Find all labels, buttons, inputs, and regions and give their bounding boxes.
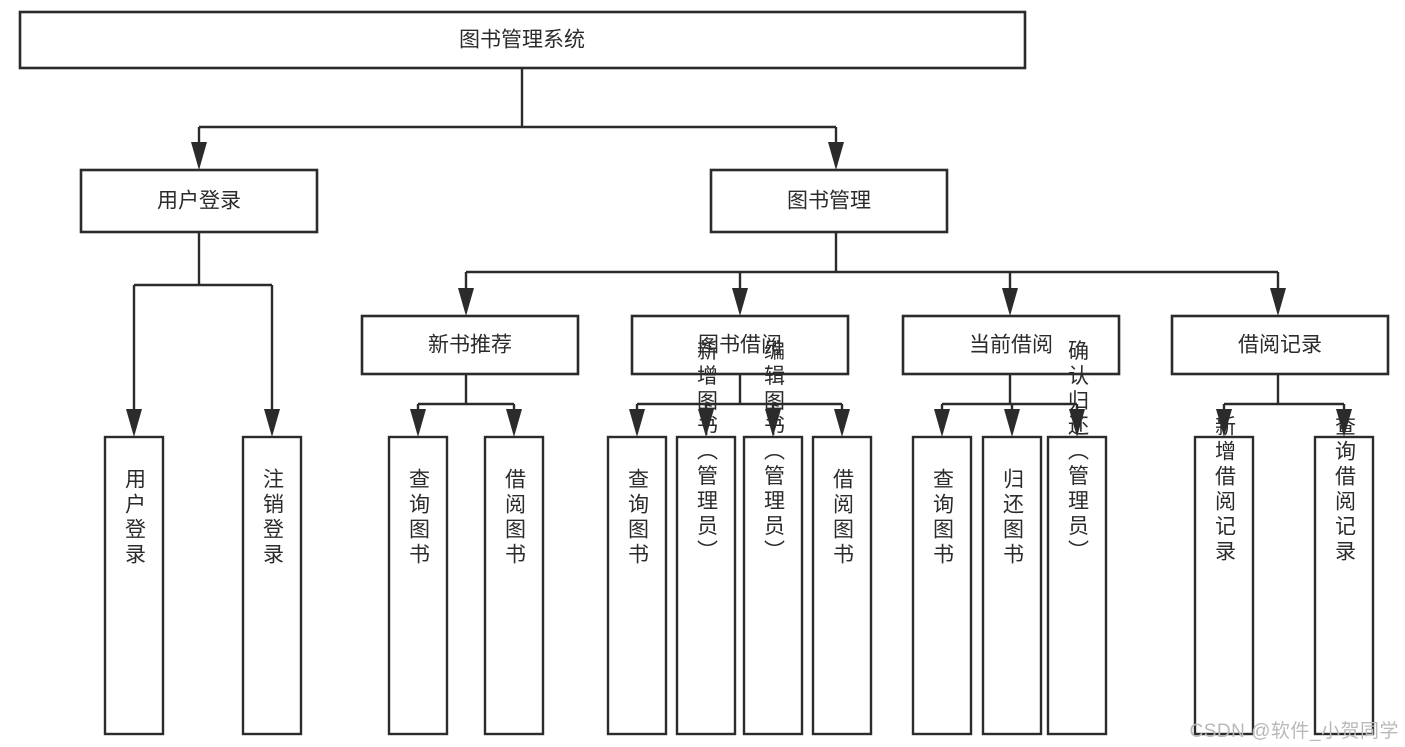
node-leaf-add-book-label: 新增图书（管理员） <box>695 340 719 565</box>
node-leaf-add-book-box[interactable] <box>675 435 737 736</box>
arrowhead-new-book-recommend <box>458 288 474 316</box>
node-leaf-logout-login-box[interactable] <box>241 435 303 736</box>
node-new-book-recommend-label: 新书推荐 <box>428 334 512 357</box>
arrowhead-leaf-borrow-book-1 <box>506 409 522 437</box>
node-leaf-query-book-3-label: 查询图书 <box>931 468 955 568</box>
node-leaf-return-book[interactable]: 归还图书 <box>981 435 1043 736</box>
arrowhead-user-login <box>191 142 207 170</box>
node-leaf-query-book-2-label: 查询图书 <box>626 468 650 568</box>
node-leaf-query-book-2-box[interactable] <box>606 435 668 736</box>
node-leaf-logout-login-label: 注销登录 <box>261 468 285 568</box>
node-leaf-confirm-return-box[interactable] <box>1046 435 1108 736</box>
arrowhead-leaf-query-record <box>1336 409 1352 437</box>
node-borrow-record-box[interactable] <box>1170 314 1390 376</box>
arrowhead-leaf-user-login <box>126 409 142 437</box>
arrowhead-current-borrow <box>1002 288 1018 316</box>
node-leaf-query-book-2[interactable]: 查询图书 <box>606 435 668 736</box>
node-user-login-label: 用户登录 <box>157 190 241 213</box>
node-leaf-confirm-return-label: 确认归还（管理员） <box>1066 340 1090 565</box>
node-current-borrow[interactable]: 当前借阅 <box>901 314 1121 376</box>
arrowhead-borrow-record <box>1270 288 1286 316</box>
node-leaf-add-book[interactable]: 新增图书（管理员） <box>675 340 737 736</box>
arrowhead-leaf-confirm-return <box>1069 409 1085 437</box>
node-leaf-query-book-1-label: 查询图书 <box>407 468 431 568</box>
node-book-borrow-label: 图书借阅 <box>698 334 782 357</box>
node-leaf-add-record-box[interactable] <box>1193 435 1255 736</box>
node-leaf-user-login-label: 用户登录 <box>123 468 147 568</box>
arrowhead-leaf-query-book-2 <box>629 409 645 437</box>
arrowhead-leaf-add-record <box>1216 409 1232 437</box>
arrowhead-leaf-logout-login <box>264 409 280 437</box>
node-root[interactable]: 图书管理系统 <box>18 10 1027 70</box>
node-leaf-edit-book[interactable]: 编辑图书（管理员） <box>742 340 804 736</box>
node-user-login[interactable]: 用户登录 <box>79 168 319 234</box>
node-leaf-return-book-label: 归还图书 <box>1001 468 1025 568</box>
arrowhead-leaf-borrow-book-2 <box>834 409 850 437</box>
node-leaf-logout-login[interactable]: 注销登录 <box>241 435 303 736</box>
arrowhead-leaf-query-book-1 <box>410 409 426 437</box>
node-current-borrow-box[interactable] <box>901 314 1121 376</box>
node-root-box[interactable] <box>18 10 1027 70</box>
arrowhead-leaf-add-book <box>698 409 714 437</box>
node-leaf-edit-book-box[interactable] <box>742 435 804 736</box>
node-book-management-box[interactable] <box>709 168 949 234</box>
node-leaf-add-record[interactable]: 新增借阅记录 <box>1193 415 1255 736</box>
node-root-label: 图书管理系统 <box>459 29 585 52</box>
node-leaf-borrow-book-1[interactable]: 借阅图书 <box>483 435 545 736</box>
node-leaf-query-book-1[interactable]: 查询图书 <box>387 435 449 736</box>
node-book-management[interactable]: 图书管理 <box>709 168 949 234</box>
csdn-watermark: CSDN @软件_小贺同学 <box>1189 721 1399 742</box>
arrowhead-leaf-edit-book <box>765 409 781 437</box>
node-leaf-query-book-3-box[interactable] <box>911 435 973 736</box>
node-current-borrow-label: 当前借阅 <box>969 334 1053 357</box>
node-borrow-record-label: 借阅记录 <box>1238 334 1322 357</box>
node-leaf-query-record-box[interactable] <box>1313 435 1375 736</box>
node-leaf-edit-book-label: 编辑图书（管理员） <box>762 340 786 565</box>
node-leaf-user-login[interactable]: 用户登录 <box>103 435 165 736</box>
node-book-borrow[interactable]: 图书借阅 <box>630 314 850 376</box>
node-book-management-label: 图书管理 <box>787 190 871 213</box>
node-user-login-box[interactable] <box>79 168 319 234</box>
node-leaf-confirm-return[interactable]: 确认归还（管理员） <box>1046 340 1108 736</box>
node-leaf-query-book-1-box[interactable] <box>387 435 449 736</box>
node-new-book-recommend[interactable]: 新书推荐 <box>360 314 580 376</box>
node-leaf-query-record-label: 查询借阅记录 <box>1333 415 1357 565</box>
node-borrow-record[interactable]: 借阅记录 <box>1170 314 1390 376</box>
arrowhead-book-borrow <box>732 288 748 316</box>
arrowhead-leaf-query-book-3 <box>934 409 950 437</box>
node-leaf-return-book-box[interactable] <box>981 435 1043 736</box>
node-leaf-borrow-book-2-label: 借阅图书 <box>831 468 855 568</box>
arrowhead-leaf-return-book <box>1004 409 1020 437</box>
node-leaf-query-book-3[interactable]: 查询图书 <box>911 435 973 736</box>
node-leaf-user-login-box[interactable] <box>103 435 165 736</box>
node-leaf-borrow-book-1-label: 借阅图书 <box>503 468 527 568</box>
node-leaf-borrow-book-2-box[interactable] <box>811 435 873 736</box>
node-book-borrow-box[interactable] <box>630 314 850 376</box>
connectors-layer <box>126 68 1352 437</box>
node-new-book-recommend-box[interactable] <box>360 314 580 376</box>
arrowhead-book-management <box>828 142 844 170</box>
node-leaf-borrow-book-1-box[interactable] <box>483 435 545 736</box>
node-leaf-add-record-label: 新增借阅记录 <box>1213 415 1237 565</box>
node-leaf-borrow-book-2[interactable]: 借阅图书 <box>811 435 873 736</box>
node-leaf-query-record[interactable]: 查询借阅记录 <box>1313 415 1375 736</box>
